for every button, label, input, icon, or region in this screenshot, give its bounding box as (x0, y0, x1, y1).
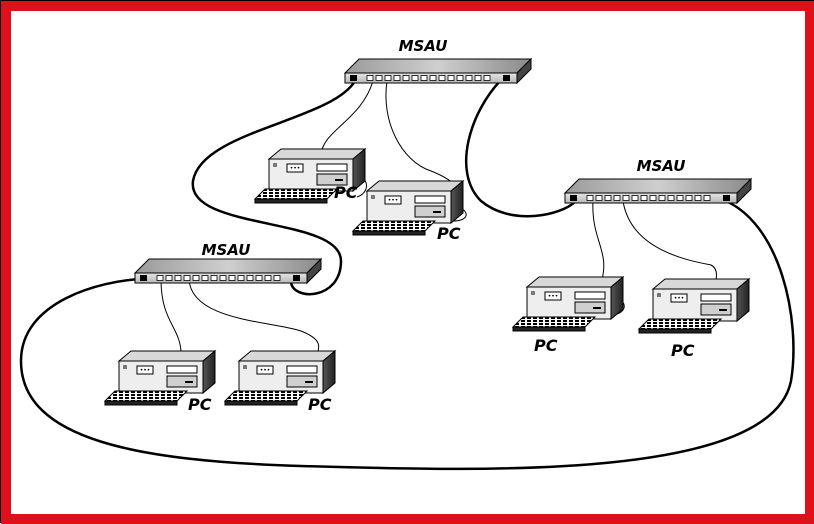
msau-label: MSAU (202, 241, 251, 259)
pc-left-2: PC (224, 350, 336, 414)
msau-right: MSAU (564, 157, 752, 204)
msau-left: MSAU (134, 241, 322, 284)
pc-label: PC (437, 224, 461, 243)
pc-top-1: PC (254, 148, 366, 204)
network-hub-icon (344, 58, 532, 84)
ring-cable-right-to-left (19, 197, 795, 471)
msau-label: MSAU (399, 37, 448, 55)
ring-cable-top-to-left (191, 80, 357, 296)
pc-right-1: PC (512, 276, 624, 355)
ring-cable-top-to-right (465, 79, 577, 218)
pc-right-2: PC (638, 278, 750, 360)
network-hub-icon (564, 178, 752, 204)
pc-label: PC (188, 395, 212, 414)
network-hub-icon (134, 258, 322, 284)
pc-top-2: PC (352, 180, 464, 243)
msau-top: MSAU (344, 37, 532, 84)
pc-label: PC (308, 395, 332, 414)
ring-cables (19, 79, 795, 471)
pc-label: PC (671, 341, 695, 360)
pc-left-1: PC (104, 350, 216, 414)
pc-label: PC (534, 336, 558, 355)
canvas-area (11, 11, 805, 514)
msau-label: MSAU (637, 157, 686, 175)
pc-label: PC (334, 183, 358, 202)
